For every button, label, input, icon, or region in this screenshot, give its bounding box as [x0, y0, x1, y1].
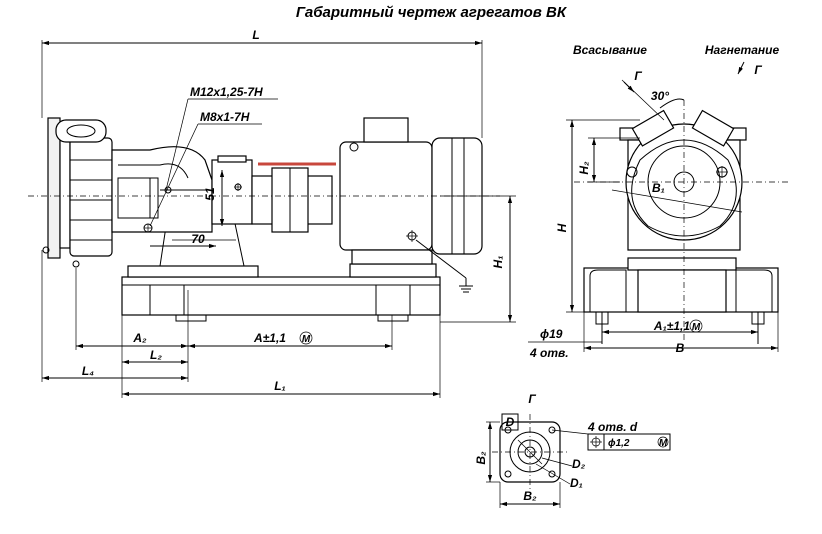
dim-B1: B₁ [652, 181, 665, 195]
detail-holes: 4 отв. d [587, 420, 638, 434]
base-frame [121, 276, 441, 316]
discharge-label: Нагнетание [705, 43, 780, 57]
detail-D: D [506, 415, 515, 429]
dim-70: 70 [191, 232, 205, 246]
pump-body [111, 146, 213, 233]
dim-L4: L₄ [82, 364, 94, 378]
dim-A1: A₁±1,1 [653, 319, 690, 333]
drawing-title: Габаритный чертеж агрегатов ВК [296, 4, 568, 21]
detail-D2: D₂ [572, 457, 586, 471]
dim-H1: H₁ [491, 256, 505, 269]
detail-B2-horizontal: B₂ [523, 489, 537, 503]
hole-count: 4 отв. [529, 346, 569, 360]
suction-label: Всасывание [573, 43, 647, 57]
pump-casing [69, 137, 113, 257]
detail-view-mark: Г [528, 392, 536, 406]
front-view: B₁ 30° Всасывание Нагнетание Г Г H H₂ A₁… [528, 43, 790, 360]
thread-m8: М8х1-7Н [200, 110, 250, 124]
dim-L: L [252, 28, 259, 42]
dim-51: 51 [203, 187, 217, 201]
detail-view: Г D B₂ B₂ 4 отв. d ϕ1,2 [474, 392, 671, 508]
dim-A2: A₂ [132, 331, 147, 345]
dim-H: H [555, 223, 569, 232]
side-view: L H₁ 51 70 М12х1,25-7Н М8х1-7Н A₂ A±1,1 [28, 28, 516, 398]
detail-D1: D₁ [570, 476, 583, 490]
hole-diameter: ϕ19 [540, 327, 563, 341]
dim-H2: H₂ [577, 161, 591, 175]
terminal-box [363, 117, 409, 143]
dim-L1: L₁ [274, 379, 286, 393]
view-mark-discharge: Г [754, 63, 762, 77]
dim-L2: L₂ [150, 348, 162, 362]
detail-tolerance: ϕ1,2 [608, 438, 630, 449]
dim-B: B [676, 341, 685, 355]
angle-30: 30° [651, 89, 669, 103]
dim-A1-M: M [692, 322, 701, 333]
detail-tolerance-M: M [659, 438, 668, 449]
thread-m12: М12х1,25-7Н [190, 85, 263, 99]
dim-A-M: M [302, 334, 311, 345]
detail-B2-vertical: B₂ [474, 451, 488, 465]
view-mark-suction: Г [634, 69, 642, 83]
dim-A: A±1,1 [253, 331, 286, 345]
